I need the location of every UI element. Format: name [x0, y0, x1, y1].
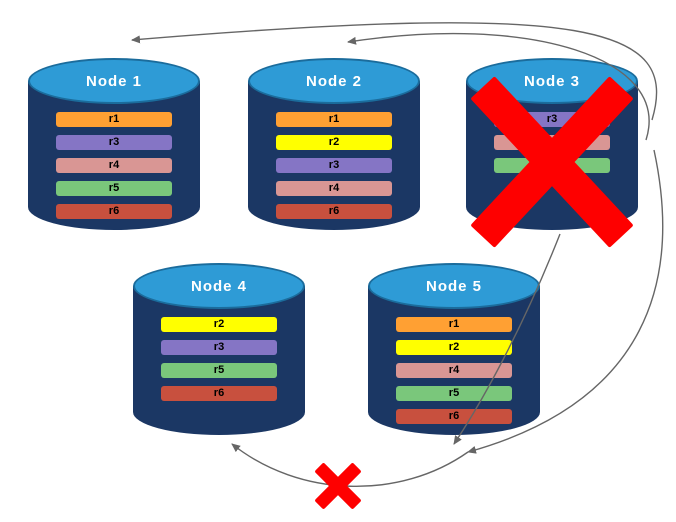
node-3-cylinder: Node 3 r3 r4 r5	[466, 58, 638, 230]
node-3-replica-list: r3 r4 r5	[494, 112, 610, 173]
replica-bar-r1: r1	[56, 112, 172, 127]
replica-bar-r6: r6	[396, 409, 512, 424]
replica-bar-r6: r6	[56, 204, 172, 219]
node-2-replica-list: r1 r2 r3 r4 r6	[276, 112, 392, 219]
x-arm	[314, 462, 362, 510]
replica-bar-r6: r6	[276, 204, 392, 219]
node-3-top: Node 3	[466, 58, 638, 104]
node-5-cylinder: Node 5 r1 r2 r4 r5 r6	[368, 263, 540, 435]
replica-bar-r4: r4	[276, 181, 392, 196]
replica-bar-r3: r3	[494, 112, 610, 127]
replica-bar-r3: r3	[56, 135, 172, 150]
replica-bar-r4: r4	[494, 135, 610, 150]
node-3-title: Node 3	[523, 72, 580, 90]
replica-bar-r3: r3	[161, 340, 277, 355]
node-5-top: Node 5	[368, 263, 540, 309]
node-5-replica-list: r1 r2 r4 r5 r6	[396, 317, 512, 424]
node-4-body	[133, 286, 305, 435]
replica-bar-r6: r6	[161, 386, 277, 401]
node-4-cylinder: Node 4 r2 r3 r5 r6	[133, 263, 305, 435]
node-2-cylinder: Node 2 r1 r2 r3 r4 r6	[248, 58, 420, 230]
x-arm	[314, 462, 362, 510]
replica-bar-r4: r4	[56, 158, 172, 173]
replica-bar-r2: r2	[396, 340, 512, 355]
node-1-replica-list: r1 r3 r4 r5 r6	[56, 112, 172, 219]
node-5-title: Node 5	[425, 277, 482, 295]
blocked-replication-x-icon	[314, 462, 362, 510]
node-1-title: Node 1	[85, 72, 142, 90]
replica-bar-r2: r2	[276, 135, 392, 150]
replica-bar-r4: r4	[396, 363, 512, 378]
replica-bar-r5: r5	[56, 181, 172, 196]
node-2-title: Node 2	[305, 72, 362, 90]
node-1-top: Node 1	[28, 58, 200, 104]
replica-bar-r5: r5	[396, 386, 512, 401]
replica-bar-r5: r5	[494, 158, 610, 173]
node-1-cylinder: Node 1 r1 r3 r4 r5 r6	[28, 58, 200, 230]
replica-bar-r3: r3	[276, 158, 392, 173]
replica-bar-r2: r2	[161, 317, 277, 332]
node-4-replica-list: r2 r3 r5 r6	[161, 317, 277, 401]
replica-bar-r5: r5	[161, 363, 277, 378]
replica-bar-r1: r1	[276, 112, 392, 127]
arrow-node5-to-node4-blocked	[231, 443, 469, 488]
node-4-top: Node 4	[133, 263, 305, 309]
replica-bar-r1: r1	[396, 317, 512, 332]
node-4-title: Node 4	[190, 277, 247, 295]
node-2-top: Node 2	[248, 58, 420, 104]
